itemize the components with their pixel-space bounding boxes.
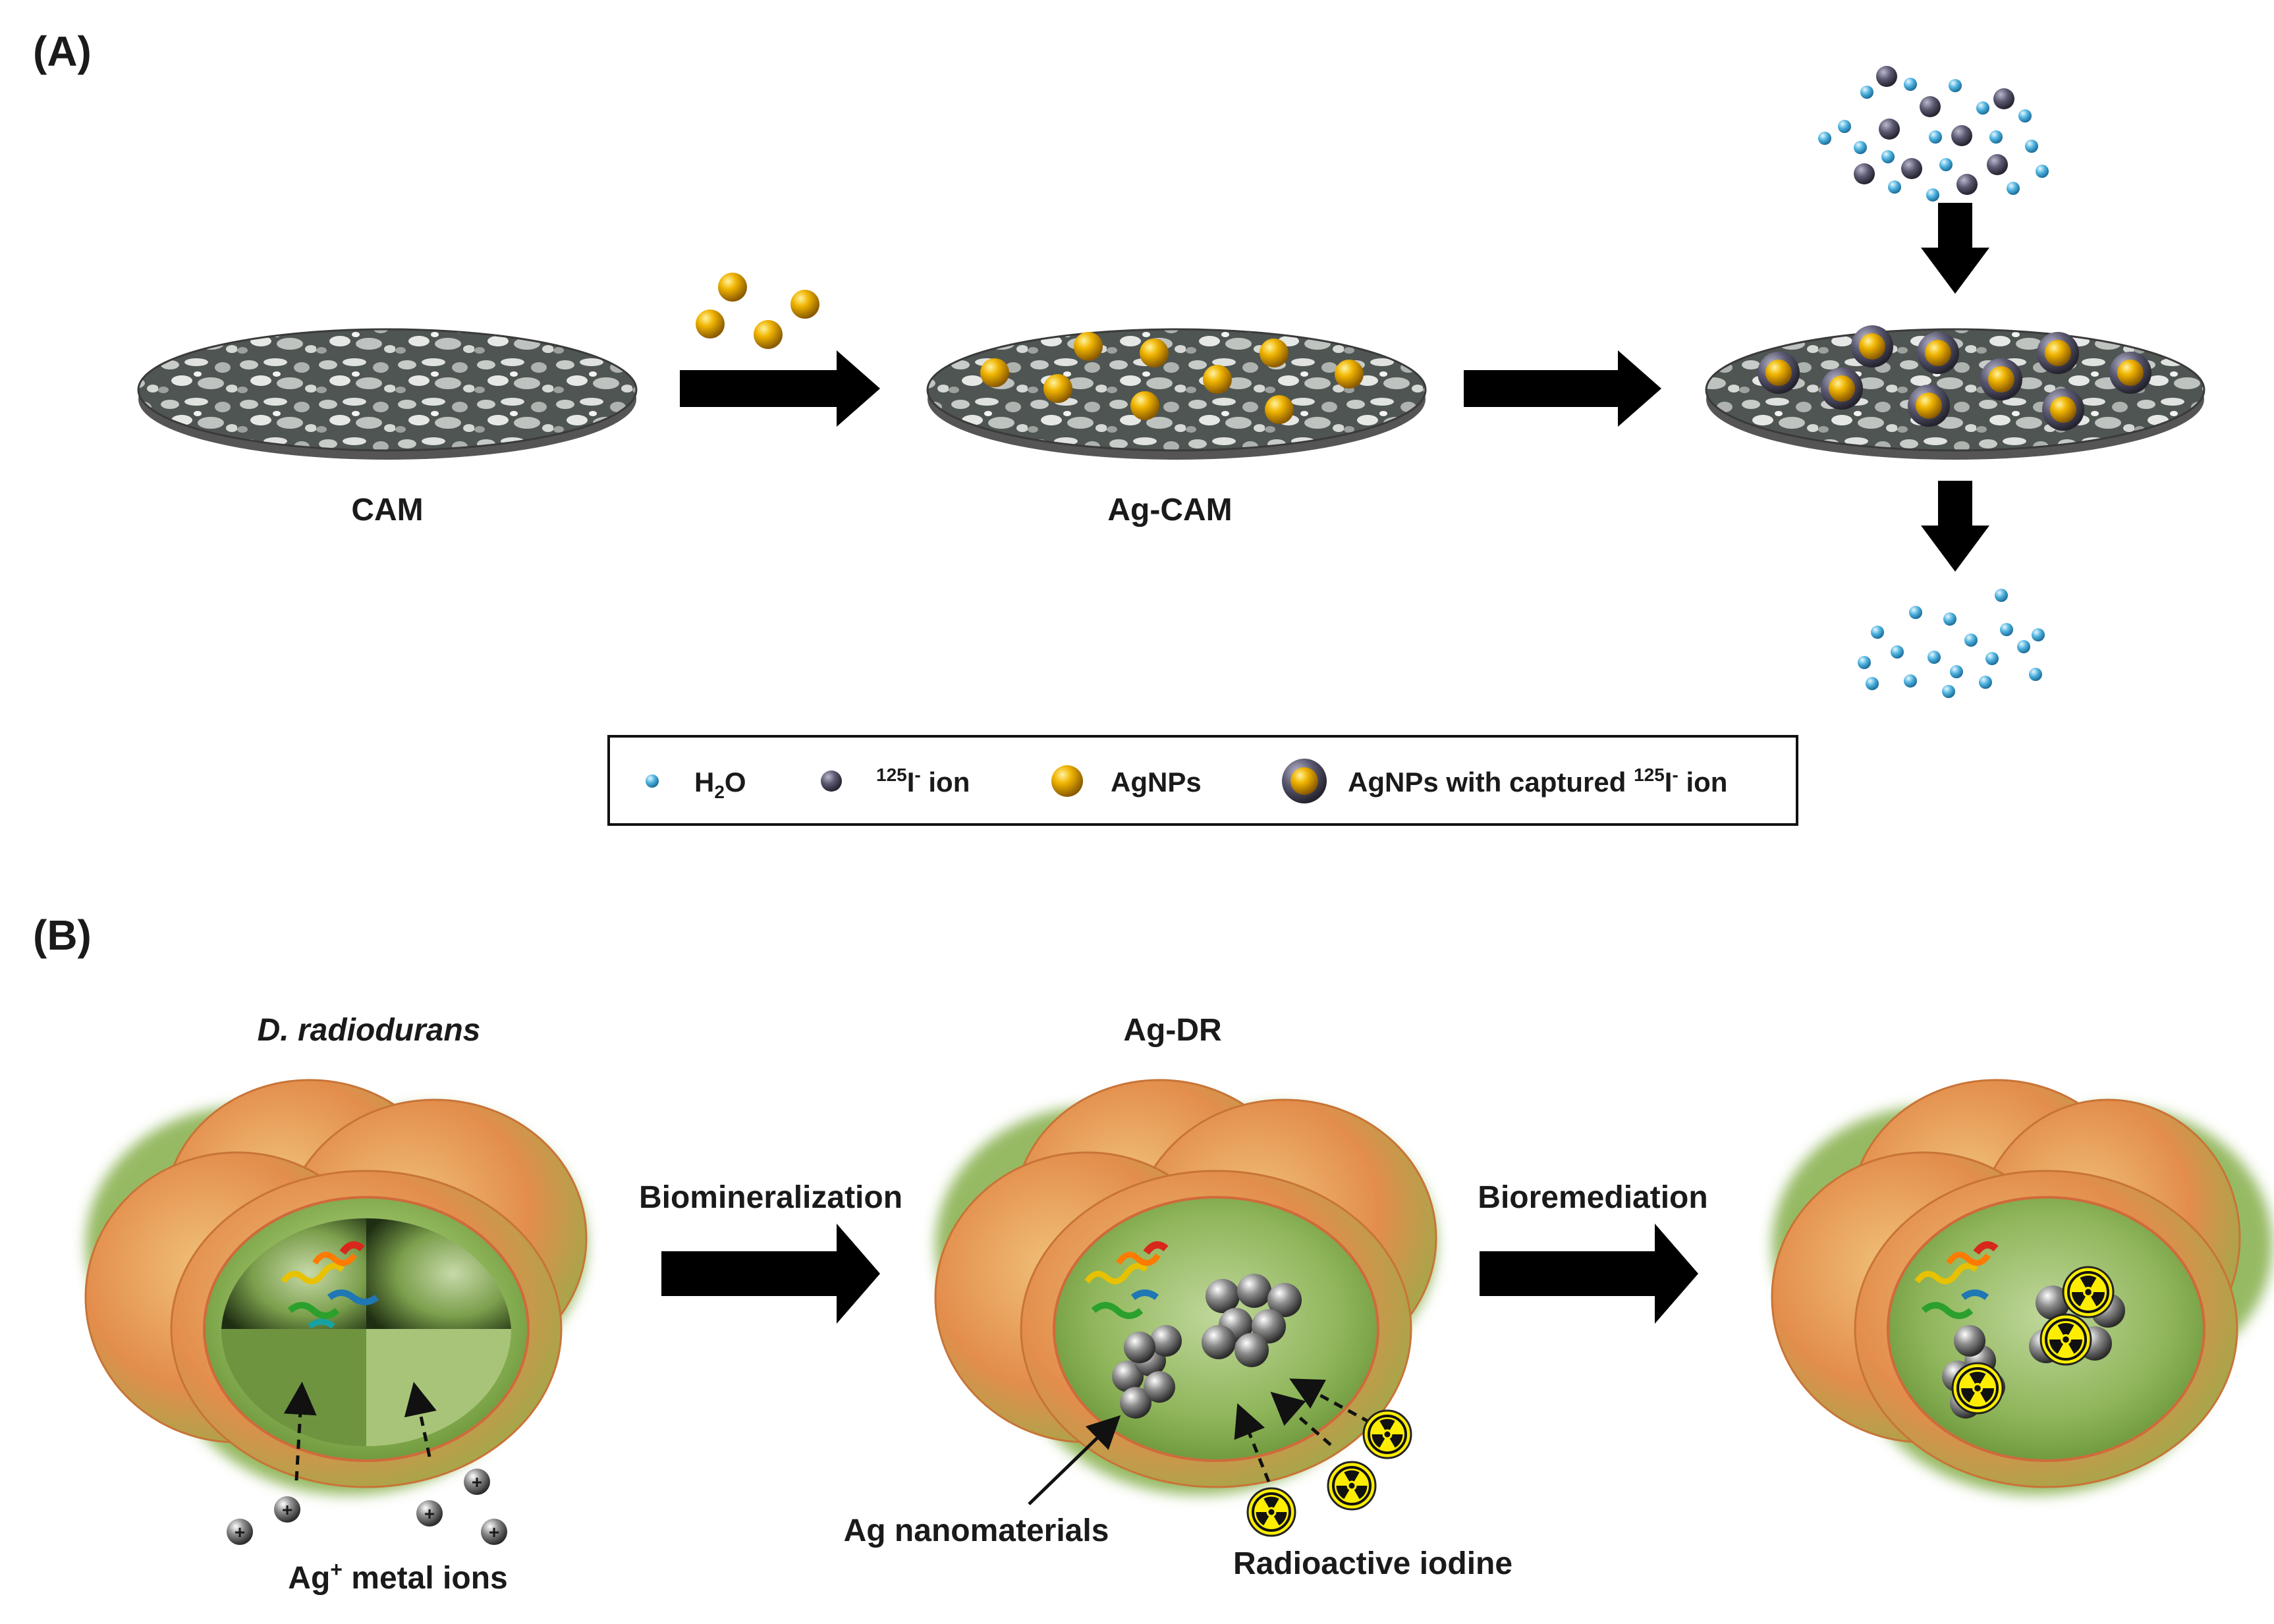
legend: H2O 125I- ion AgNPs AgNPs with captured … xyxy=(607,735,1798,826)
legend-captured-label: AgNPs with captured 125I- ion xyxy=(1348,765,1727,798)
legend-iodide-label: 125I- ion xyxy=(876,765,970,798)
contaminated-water-cloud xyxy=(1818,66,2049,202)
agnp-cluster xyxy=(696,273,819,349)
panel-b-label: (B) xyxy=(33,911,92,959)
ag-nanomaterial-cluster xyxy=(1202,1274,1302,1367)
radioactive-iodine-icon xyxy=(1362,1409,1412,1459)
arrow-right-2 xyxy=(1464,350,1661,427)
ag-ion-icon: + xyxy=(464,1469,490,1495)
arrow-biomineralization xyxy=(661,1224,880,1324)
legend-box xyxy=(607,735,1798,826)
cell-d-radiodurans xyxy=(84,1079,588,1495)
cell-ag-dr xyxy=(934,1079,1437,1505)
ag-nanomaterial-cluster xyxy=(1112,1325,1182,1419)
legend-water-swatch xyxy=(646,774,659,788)
legend-water-label: H2O xyxy=(694,767,746,802)
captured-membrane xyxy=(1705,325,2205,460)
protein-ribbon-icon xyxy=(1084,1241,1169,1319)
legend-agnp-swatch xyxy=(1051,765,1083,797)
ag-nanomaterials-label: Ag nanomaterials xyxy=(844,1513,1109,1548)
cam-label: CAM xyxy=(351,493,423,528)
arrow-down-in xyxy=(1921,203,1989,294)
ag-metal-ions-label: Ag+ metal ions xyxy=(288,1557,507,1596)
radioactive-iodine-label: Radioactive iodine xyxy=(1233,1546,1512,1581)
agdr-label: Ag-DR xyxy=(1123,1013,1221,1048)
legend-iodide-swatch xyxy=(821,771,842,792)
radioactive-iodine-icon xyxy=(1327,1461,1377,1511)
arrow-down-out xyxy=(1921,481,1989,572)
ag-ion-icon: + xyxy=(227,1519,253,1545)
svg-text:+: + xyxy=(282,1500,292,1520)
svg-text:+: + xyxy=(472,1472,482,1492)
ag-ion-icon: + xyxy=(274,1496,300,1523)
cell-remediated xyxy=(1771,1079,2273,1495)
radioactive-iodine-icon xyxy=(2039,1313,2092,1366)
svg-text:+: + xyxy=(489,1522,499,1542)
bioremediation-label: Bioremediation xyxy=(1478,1180,1707,1215)
arrow-right-1 xyxy=(680,350,880,427)
organism-label: D. radiodurans xyxy=(258,1013,481,1048)
cam-membrane xyxy=(137,328,638,460)
radioactive-iodine-icon xyxy=(1951,1362,2004,1415)
agcam-membrane xyxy=(926,328,1427,460)
arrow-bioremediation xyxy=(1480,1224,1698,1324)
biomineralization-label: Biomineralization xyxy=(639,1180,902,1215)
panel-a-label: (A) xyxy=(33,28,92,75)
clean-water-cloud xyxy=(1858,589,2045,698)
svg-text:+: + xyxy=(424,1503,435,1524)
radioactive-iodine-icon xyxy=(2062,1266,2115,1318)
ag-ion-icon: + xyxy=(416,1500,443,1527)
ag-ion-icon: + xyxy=(481,1519,507,1545)
legend-agnp-label: AgNPs xyxy=(1111,767,1202,798)
ag-ions: + + + + + xyxy=(227,1469,507,1545)
protein-ribbon-icon xyxy=(1914,1241,1999,1319)
radioactive-iodine-icon xyxy=(1246,1487,1296,1537)
protein-ribbon-icon xyxy=(281,1241,379,1329)
agcam-label: Ag-CAM xyxy=(1107,493,1232,528)
svg-text:+: + xyxy=(235,1522,245,1542)
